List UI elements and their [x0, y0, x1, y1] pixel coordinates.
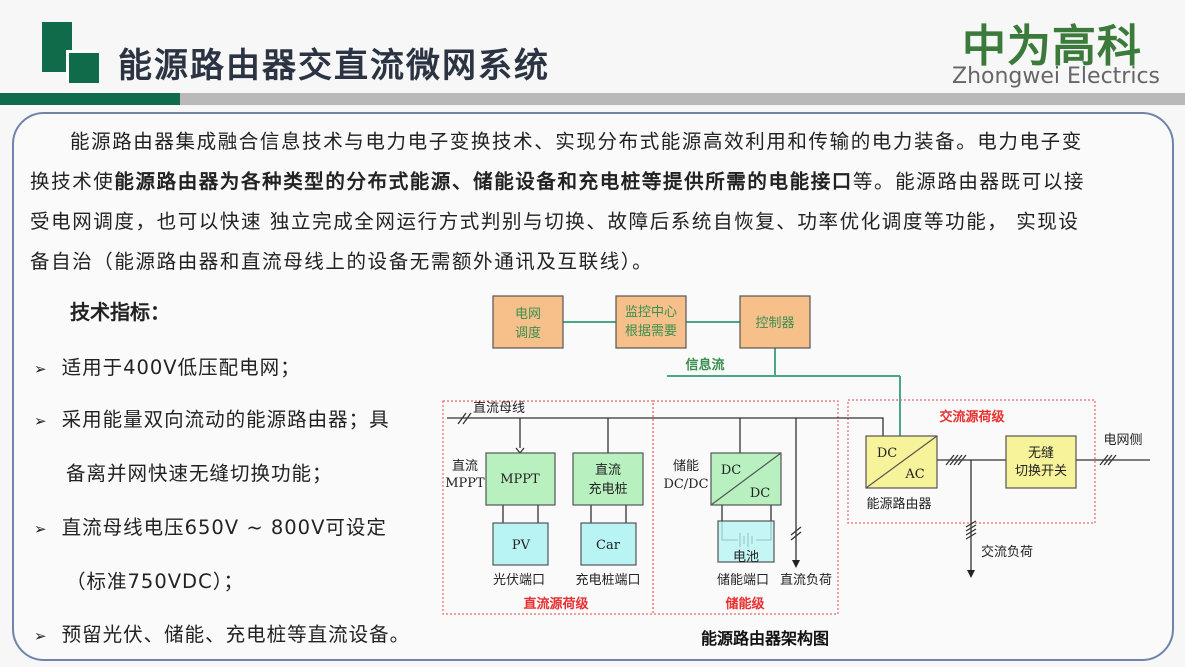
mppt-box: [485, 452, 556, 506]
pv-box: [492, 522, 549, 566]
label: 电网侧: [1103, 433, 1142, 448]
header-bar-accent: [0, 93, 180, 105]
label: MPPT: [500, 472, 540, 487]
label: 切换开关: [1015, 464, 1067, 479]
intro-paragraph: 能源路由器集成融合信息技术与电力电子变换技术、实现分布式能源高效利用和传输的电力…: [30, 122, 1085, 282]
logo-english: Zhongwei Electrics: [952, 64, 1161, 89]
grid-dispatch-box: [492, 295, 564, 349]
label: 电池: [733, 550, 759, 565]
diagram-caption: 能源路由器架构图: [701, 629, 829, 648]
label: DC/DC: [663, 477, 708, 492]
page-title: 能源路由器交直流微网系统: [118, 46, 550, 86]
label: AC: [904, 467, 924, 482]
dc-charger-box: [572, 452, 644, 506]
label: 无缝: [1028, 446, 1054, 461]
spec-text: 采用能量双向流动的能源路由器；具: [61, 408, 390, 431]
battery-box: [717, 520, 775, 563]
bullet-icon: ➢: [34, 627, 48, 645]
spec-item: ➢ 直流母线电压650V ~ 800V可设定: [34, 511, 387, 540]
label: MPPT: [445, 476, 485, 491]
spec-item-continued: 备离并网快速无缝切换功能；: [66, 462, 333, 485]
intro-text: 换技术使: [30, 170, 115, 193]
label: 交流负荷: [981, 544, 1033, 560]
label: 直流负荷: [780, 573, 832, 588]
monitor-center-box: [615, 295, 687, 349]
bullet-icon: ➢: [34, 360, 48, 378]
spec-text: 预留光伏、储能、充电桩等直流设备。: [61, 623, 411, 646]
specs-title: 技术指标：: [70, 300, 170, 324]
label: 根据需要: [625, 324, 677, 339]
label: PV: [512, 538, 531, 553]
bullet-icon: ➢: [34, 520, 48, 538]
spec-item: ➢ 预留光伏、储能、充电桩等直流设备。: [34, 618, 410, 647]
bullet-icon: ➢: [34, 412, 48, 430]
label: 充电桩: [588, 481, 627, 497]
label: 监控中心: [625, 305, 677, 320]
controller-box: [739, 295, 811, 349]
storage-level-label: 储能级: [724, 596, 765, 612]
label: 直流: [595, 463, 621, 478]
label: Car: [596, 538, 621, 553]
label: 直流: [452, 459, 478, 474]
label: 光伏端口: [493, 573, 545, 588]
label: 调度: [515, 325, 541, 341]
intro-line: 换技术使能源路由器为各种类型的分布式能源、储能设备和充电桩等提供所需的电能接口等…: [30, 162, 1085, 202]
logo-chinese: 中为高科: [962, 21, 1142, 72]
spec-item-continued: （标准750VDC）；: [66, 570, 244, 593]
info-flow-label: 信息流: [685, 357, 724, 373]
intro-line: 备自治（能源路由器和直流母线上的设备无需额外通讯及互联线）。: [30, 250, 654, 273]
label: 控制器: [755, 316, 794, 331]
spec-item: ➢ 适用于400V低压配电网；: [34, 351, 301, 380]
label: DC: [721, 463, 741, 478]
label: 能源路由器: [866, 496, 931, 512]
intro-text: 等。能源路由器既可以接: [852, 170, 1086, 193]
spec-text: 直流母线电压650V ~ 800V可设定: [61, 516, 387, 539]
seamless-switch-box: [1005, 435, 1077, 489]
spec-text: 适用于400V低压配电网；: [61, 356, 301, 379]
ac-level-label: 交流源荷级: [939, 409, 1005, 425]
label: 储能: [673, 459, 699, 474]
intro-line: 受电网调度，也可以快速 独立完成全网运行方式判别与切换、故障后系统自恢复、功率优…: [30, 210, 1080, 233]
intro-line: 能源路由器集成融合信息技术与电力电子变换技术、实现分布式能源高效利用和传输的电力…: [70, 130, 1083, 153]
label: 充电桩端口: [575, 572, 640, 588]
spec-item: ➢ 采用能量双向流动的能源路由器；具: [34, 403, 390, 432]
label: 电网: [515, 307, 541, 322]
content-frame: [12, 112, 1174, 661]
header-bar: [180, 93, 1185, 105]
storage-level-region: [652, 400, 839, 615]
label: DC: [750, 486, 770, 501]
label: 储能端口: [717, 573, 769, 588]
title-decor-square: [66, 50, 99, 83]
dc-bus-label: 直流母线: [473, 401, 525, 416]
dc-level-label: 直流源荷级: [523, 596, 589, 612]
label: DC: [877, 446, 897, 461]
intro-bold-text: 能源路由器为各种类型的分布式能源、储能设备和充电桩等提供所需的电能接口: [114, 170, 853, 193]
car-box: [580, 522, 637, 566]
